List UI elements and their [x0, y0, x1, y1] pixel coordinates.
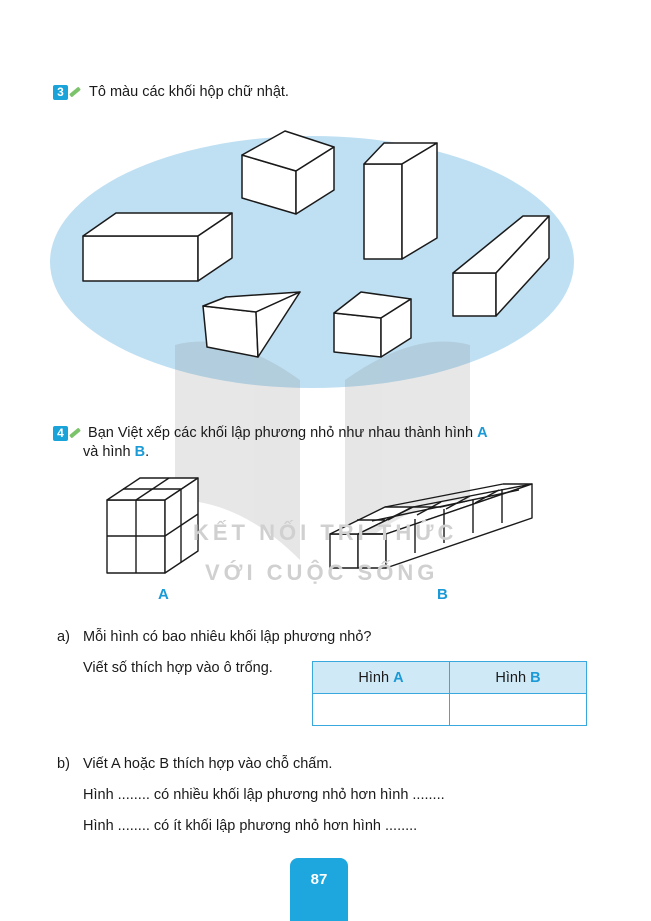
blue-ellipse-background: [50, 136, 574, 388]
part-a-question: Mỗi hình có bao nhiêu khối lập phương nh…: [83, 629, 372, 645]
header-hinh-b: Hình B: [449, 661, 587, 694]
figure-b-label: B: [437, 586, 448, 603]
shape-wedge: [202, 291, 301, 358]
page-number: 87: [290, 858, 348, 921]
exercise-4-instruction-line2: và hình: [83, 444, 131, 460]
box-tall: [363, 142, 438, 260]
answer-cell-b[interactable]: [449, 693, 587, 726]
header-b-prefix: Hình: [495, 669, 527, 686]
exercise-4-instruction-line1: Bạn Việt xếp các khối lập phương nhỏ như…: [88, 425, 474, 441]
label-a-inline: A: [477, 425, 488, 441]
header-a-prefix: Hình: [358, 669, 390, 686]
part-b-question: Viết A hoặc B thích hợp vào chỗ chấm.: [83, 756, 333, 772]
box-cube-bottom: [333, 291, 412, 358]
exercise-number-badge: 3: [53, 85, 68, 100]
box-cube-top: [241, 130, 335, 215]
header-a-letter: A: [393, 669, 404, 686]
answer-table-header: Hình A Hình B: [312, 661, 587, 694]
answer-table-row: [312, 693, 587, 726]
period: .: [145, 444, 150, 460]
part-b-line1[interactable]: Hình ........ có nhiều khối lập phương n…: [83, 787, 445, 803]
header-hinh-a: Hình A: [312, 661, 450, 694]
label-b-inline: B: [134, 444, 146, 460]
answer-table: Hình A Hình B: [312, 661, 587, 726]
figure-a-label: A: [158, 586, 169, 603]
part-a-prompt: Viết số thích hợp vào ô trống.: [83, 660, 273, 676]
exercise-number-badge: 4: [53, 426, 68, 441]
exercise-4-heading: 4 Bạn Việt xếp các khối lập phương nhỏ n…: [53, 424, 613, 442]
header-b-letter: B: [530, 669, 541, 686]
exercise-4-line2: và hình B.: [83, 443, 149, 461]
part-b-line2[interactable]: Hình ........ có ít khối lập phương nhỏ …: [83, 818, 418, 834]
box-long-flat: [82, 212, 233, 282]
figure-a-cubes: [106, 477, 199, 574]
watermark-text-line2: VỚI CUỘC SỐNG: [205, 560, 439, 585]
answer-cell-a[interactable]: [312, 693, 450, 726]
box-slanted-long: [452, 215, 550, 317]
watermark-text-line1: KẾT NỐI TRI THỨC: [193, 520, 458, 545]
figure-b-cubes: [329, 483, 533, 569]
watermark-logo: [175, 341, 470, 560]
part-b-marker: b): [57, 756, 70, 772]
exercise-3-instruction: Tô màu các khối hộp chữ nhật.: [89, 84, 289, 100]
part-a-marker: a): [57, 629, 70, 645]
exercise-3-heading: 3 Tô màu các khối hộp chữ nhật.: [53, 83, 289, 101]
